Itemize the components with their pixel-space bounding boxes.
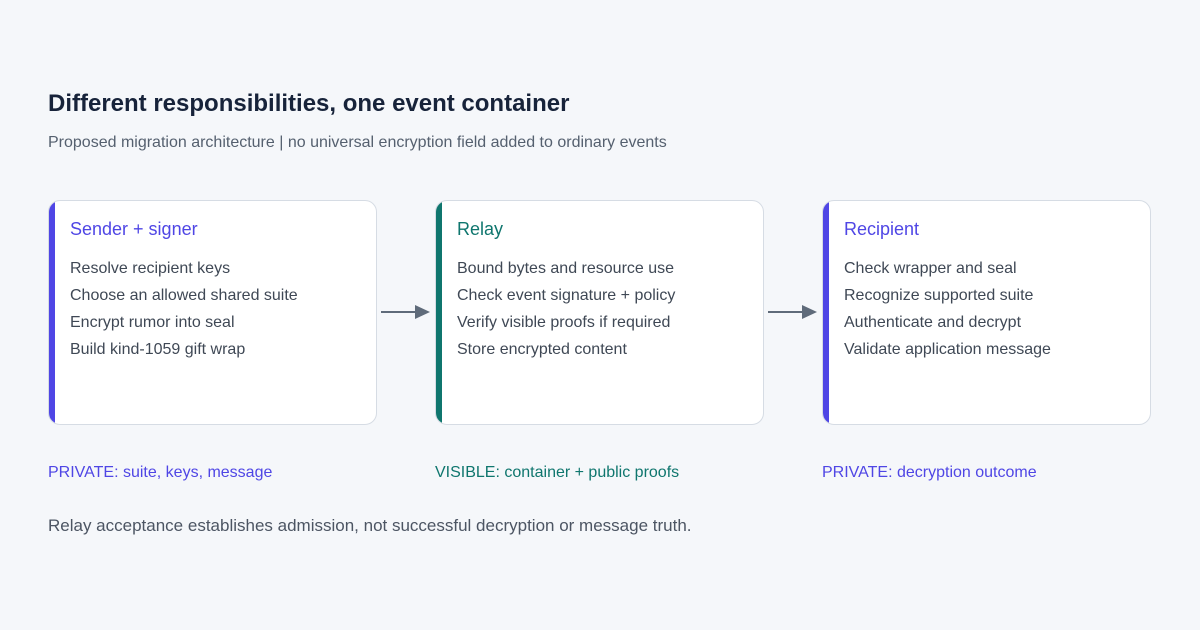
page-subtitle: Proposed migration architecture | no uni…: [48, 134, 667, 151]
stage-accent-bar: [823, 201, 829, 424]
stage-steps: Resolve recipient keys Choose an allowed…: [70, 255, 298, 363]
stage-step: Verify visible proofs if required: [457, 314, 671, 331]
stage-accent-bar: [49, 201, 55, 424]
footnote: Relay acceptance establishes admission, …: [48, 516, 692, 535]
stage-title: Relay: [457, 219, 504, 239]
stage-steps: Bound bytes and resource use Check event…: [457, 255, 675, 363]
arrow-right-icon: [381, 305, 430, 319]
stage-step: Validate application message: [844, 341, 1051, 358]
stage-steps: Check wrapper and seal Recognize support…: [844, 255, 1051, 363]
stage-card-recipient: Recipient Check wrapper and seal Recogni…: [822, 200, 1151, 425]
stage-step: Recognize supported suite: [844, 287, 1034, 304]
visibility-label-recipient: PRIVATE: decryption outcome: [822, 464, 1037, 481]
stage-step: Store encrypted content: [457, 341, 627, 358]
stage-step: Resolve recipient keys: [70, 260, 231, 277]
stage-accent-bar: [436, 201, 442, 424]
stage-step: Bound bytes and resource use: [457, 260, 675, 277]
stage-step: Check event signature + policy: [457, 287, 676, 304]
stage-title: Sender + signer: [70, 219, 198, 239]
stage-step: Authenticate and decrypt: [844, 314, 1022, 331]
stage-step: Check wrapper and seal: [844, 260, 1017, 277]
arrow-right-icon: [768, 305, 817, 319]
visibility-label-relay: VISIBLE: container + public proofs: [435, 464, 680, 481]
stage-card-sender: Sender + signer Resolve recipient keys C…: [48, 200, 377, 425]
stage-step: Encrypt rumor into seal: [70, 314, 235, 331]
page-title: Different responsibilities, one event co…: [48, 90, 570, 117]
visibility-label-sender: PRIVATE: suite, keys, message: [48, 464, 273, 481]
stage-step: Choose an allowed shared suite: [70, 287, 298, 304]
stage-card-relay: Relay Bound bytes and resource use Check…: [435, 200, 764, 425]
stage-step: Build kind-1059 gift wrap: [70, 341, 246, 358]
stage-title: Recipient: [844, 219, 920, 239]
